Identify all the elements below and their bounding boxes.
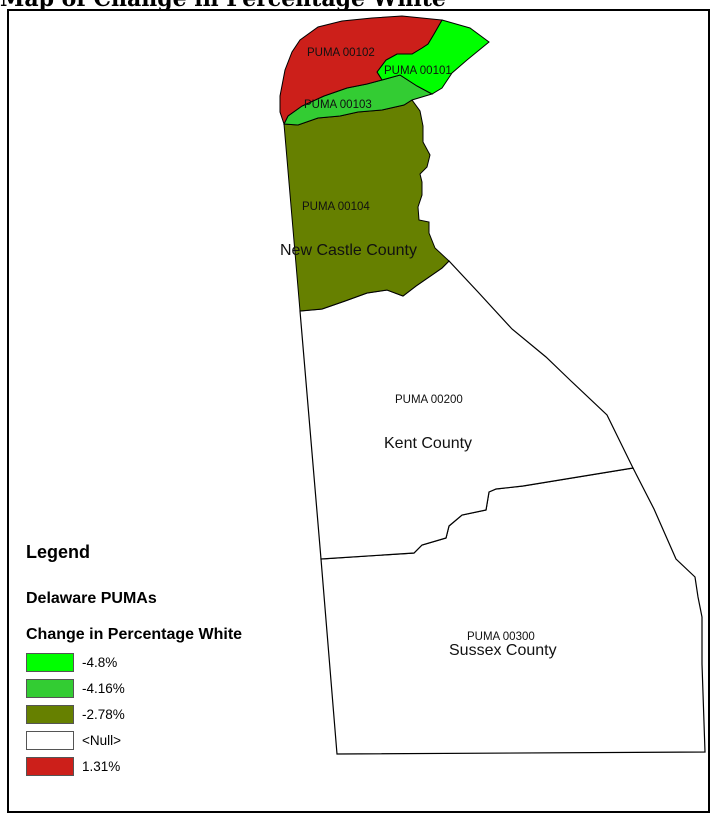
page-title: Map of Change in Percentage White	[0, 0, 716, 11]
region-puma-00102[interactable]	[279, 15, 443, 126]
puma-label-00101: PUMA 00101	[384, 65, 452, 77]
legend-layer-name: Delaware PUMAs	[26, 590, 157, 607]
legend-item: <Null>	[26, 731, 226, 751]
county-label-kent: Kent County	[384, 435, 472, 452]
legend-title: Legend	[26, 542, 91, 562]
legend-item: 1.31%	[26, 757, 226, 777]
puma-label-00102: PUMA 00102	[307, 47, 375, 59]
puma-label-00300: PUMA 00300	[467, 631, 535, 643]
legend-item-label: -2.78%	[82, 707, 125, 722]
puma-label-00103: PUMA 00103	[304, 99, 372, 111]
legend-swatch	[26, 705, 74, 724]
legend-swatch	[26, 731, 74, 750]
legend-swatch	[26, 679, 74, 698]
county-label-sussex: Sussex County	[449, 642, 557, 659]
county-label-new-castle: New Castle County	[280, 242, 417, 259]
legend-field-name: Change in Percentage White	[26, 626, 243, 643]
legend-item: -2.78%	[26, 705, 226, 725]
legend-item: -4.16%	[26, 679, 226, 699]
legend-item-label: <Null>	[82, 733, 122, 748]
legend-item: -4.8%	[26, 653, 226, 673]
map-frame: PUMA 00102 PUMA 00101 PUMA 00103 PUMA 00…	[7, 9, 710, 813]
delaware-puma-map: PUMA 00102 PUMA 00101 PUMA 00103 PUMA 00…	[279, 15, 706, 755]
puma-label-00104: PUMA 00104	[302, 201, 370, 213]
legend-swatch	[26, 757, 74, 776]
legend-item-label: -4.8%	[82, 655, 118, 670]
legend-item-label: 1.31%	[82, 759, 121, 774]
legend-swatch	[26, 653, 74, 672]
puma-label-00200: PUMA 00200	[395, 394, 463, 406]
legend-item-label: -4.16%	[82, 681, 125, 696]
